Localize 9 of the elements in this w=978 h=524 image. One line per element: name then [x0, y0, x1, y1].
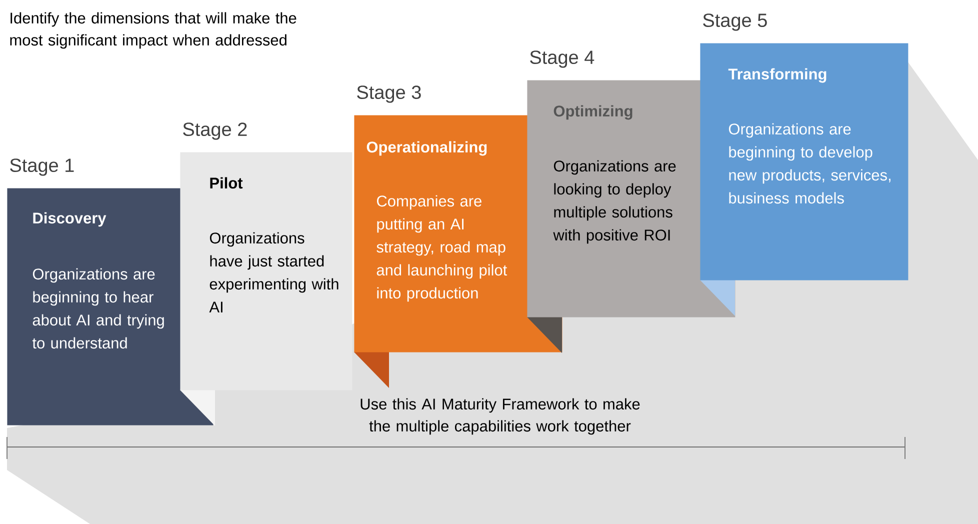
stage-label: Stage 5	[703, 14, 767, 31]
framework-note: Use this AI Maturity Framework to make the multiple capabilities work together	[360, 398, 640, 435]
stage-card: Transforming Organizations are beginning to develop new products, services, business models	[700, 43, 908, 316]
stage-label: Stage 4	[530, 50, 594, 68]
stage-label: Stage 1	[10, 158, 74, 176]
stage-label: Stage 2	[183, 122, 247, 140]
stage-label: Stage 3	[357, 86, 421, 103]
note-text: Identify the dimensions that will make the most significant impact when addressed	[10, 12, 296, 49]
stage-card: Pilot Organizations have just started experimenting with AI	[180, 152, 352, 426]
